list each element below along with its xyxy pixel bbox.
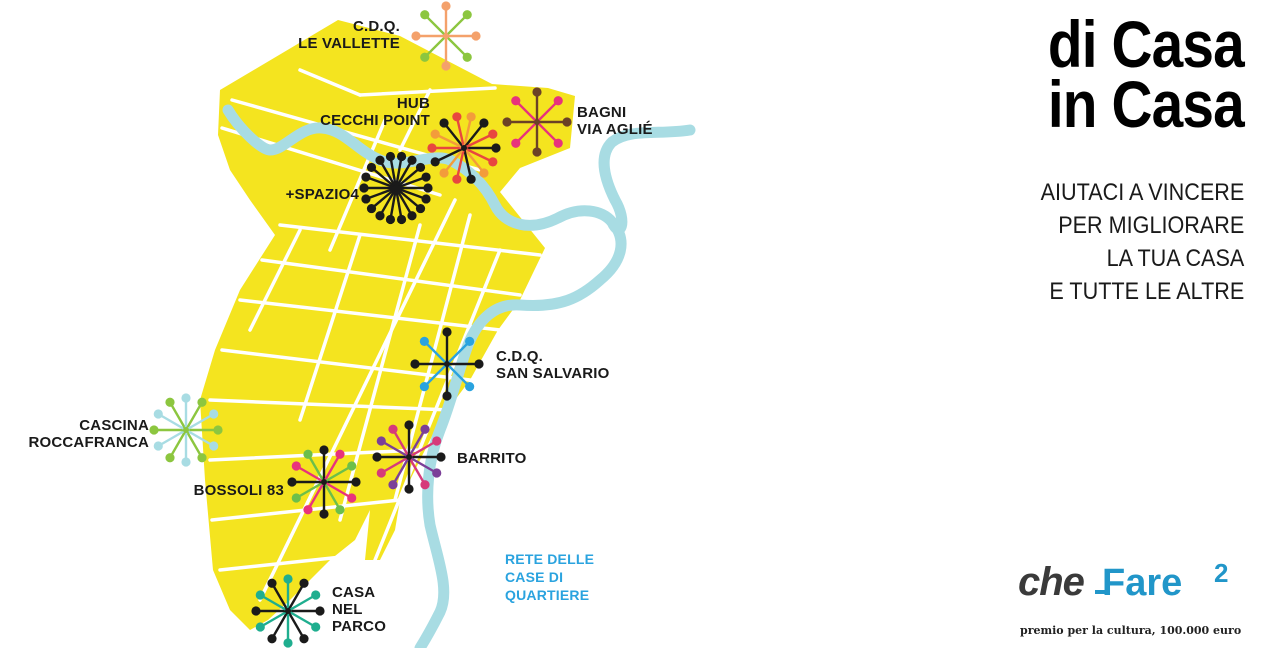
page-title: di Casa in Casa bbox=[1048, 7, 1245, 141]
street-17 bbox=[373, 248, 502, 562]
label-bagni-via-aglie: BAGNI VIA AGLIÉ bbox=[577, 104, 653, 138]
street-9 bbox=[208, 448, 422, 462]
street-2 bbox=[298, 68, 362, 97]
house-markers bbox=[149, 1, 572, 648]
city-map bbox=[149, 1, 696, 648]
map-legend-label: RETE DELLE CASE DI QUARTIERE bbox=[505, 551, 595, 603]
casa-nel-parco-starburst-icon bbox=[251, 574, 325, 648]
bossoli-83-starburst-icon bbox=[287, 445, 361, 519]
label-hub-cecchi-point: HUB CECCHI POINT bbox=[320, 95, 430, 129]
street-13 bbox=[298, 233, 362, 422]
label-cascina-roccafranca: CASCINA ROCCAFRANCA bbox=[28, 417, 149, 451]
street-8 bbox=[208, 398, 452, 412]
logo-fare: Fare bbox=[1102, 562, 1183, 604]
logo-dash bbox=[1095, 590, 1107, 594]
slogan: AIUTACI A VINCERE PER MIGLIORARE LA TUA … bbox=[1040, 179, 1244, 305]
street-16 bbox=[258, 198, 457, 602]
street-6 bbox=[238, 298, 502, 332]
street-4 bbox=[278, 223, 542, 257]
logo-che: che bbox=[1018, 560, 1085, 604]
label-cdq-le-vallette: C.D.Q. LE VALLETTE bbox=[298, 18, 400, 52]
chefare-logo: che Fare 2 premio per la cultura, 100.00… bbox=[1018, 558, 1248, 644]
spazio4-starburst-icon bbox=[359, 151, 433, 225]
label-cdq-san-salvario: C.D.Q. SAN SALVARIO bbox=[496, 348, 610, 382]
label-barrito: BARRITO bbox=[457, 450, 527, 467]
river-branch bbox=[598, 124, 696, 235]
logo-tagline: premio per la cultura, 100.000 euro bbox=[1020, 624, 1242, 637]
street-5 bbox=[260, 258, 522, 297]
cdq-san-salvario-starburst-icon bbox=[410, 327, 484, 401]
streets bbox=[208, 68, 542, 602]
hub-cecchi-point-starburst-icon bbox=[427, 112, 501, 184]
label-spazio4: +SPAZIO4 bbox=[285, 186, 359, 203]
street-19 bbox=[398, 88, 432, 152]
label-casa-nel-parco: CASA NEL PARCO bbox=[332, 584, 387, 635]
label-bossoli-83: BOSSOLI 83 bbox=[193, 482, 284, 499]
street-14 bbox=[338, 223, 422, 522]
cdq-le-vallette-starburst-icon bbox=[411, 1, 481, 71]
logo-superscript: 2 bbox=[1214, 558, 1229, 588]
street-12 bbox=[248, 228, 302, 332]
bagni-via-aglie-starburst-icon bbox=[502, 87, 572, 157]
street-11 bbox=[218, 553, 362, 572]
barrito-starburst-icon bbox=[372, 420, 446, 494]
cascina-roccafranca-starburst-icon bbox=[149, 393, 223, 467]
street-18 bbox=[328, 118, 387, 252]
